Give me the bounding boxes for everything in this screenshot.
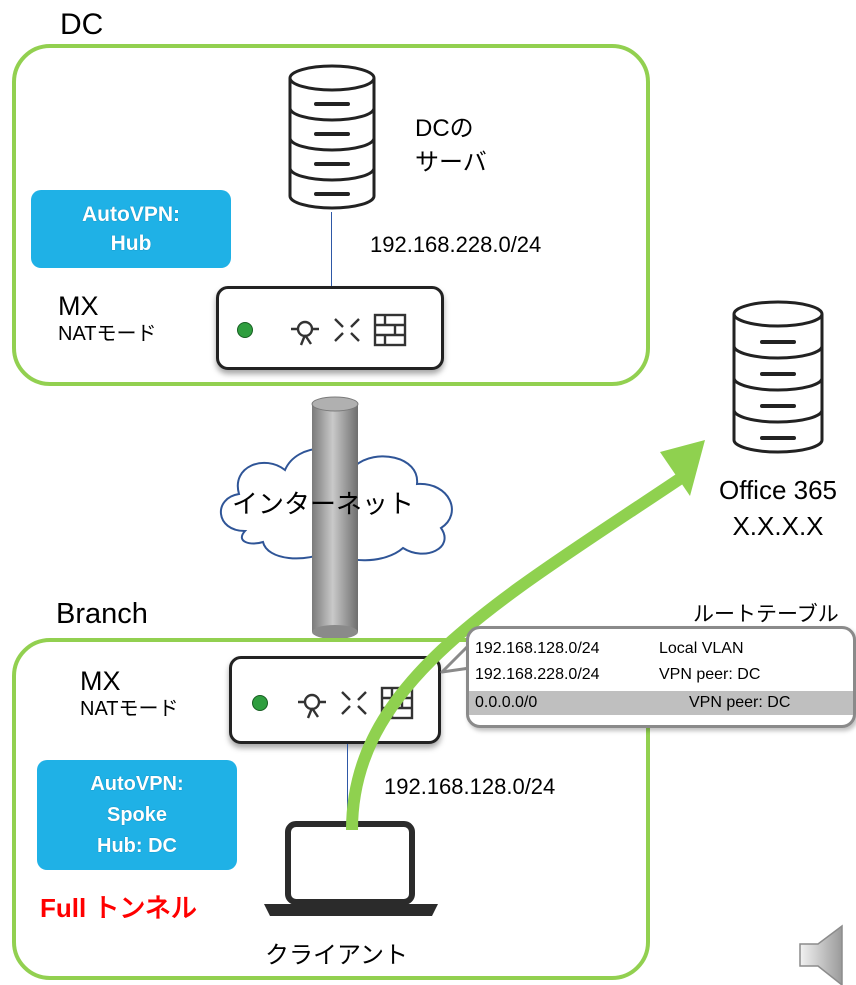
office365-name: Office 365 xyxy=(718,475,838,505)
branch-badge-line3: Hub: DC xyxy=(97,834,177,857)
full-tunnel-label: Full トンネル xyxy=(40,893,197,923)
branch-mx-line1: MX xyxy=(80,666,121,696)
dc-mx-label: MX NATモード xyxy=(58,291,157,347)
route-network: 192.168.128.0/24 xyxy=(475,640,600,657)
internet-label: インターネット xyxy=(232,489,415,519)
dc-database-icon xyxy=(288,64,376,210)
route-row: 192.168.228.0/24 VPN peer: DC xyxy=(475,663,853,687)
branch-badge-line1: AutoVPN: xyxy=(90,772,184,795)
dc-server-label-line1: DCの xyxy=(415,115,474,142)
route-network: 192.168.228.0/24 xyxy=(475,666,600,683)
dc-subnet-label: 192.168.228.0/24 xyxy=(370,232,542,257)
branch-autovpn-badge: AutoVPN: Spoke Hub: DC xyxy=(37,760,237,870)
route-network: 0.0.0.0/0 xyxy=(475,694,538,711)
branch-mx-appliance-icon xyxy=(229,656,441,744)
office365-database-icon xyxy=(732,300,824,454)
vpn-tunnel-pipe xyxy=(311,396,359,639)
branch-mx-label: MX NATモード xyxy=(80,666,179,722)
dc-mx-line1: MX xyxy=(58,291,99,321)
route-destination: VPN peer: DC xyxy=(689,694,791,711)
route-destination: VPN peer: DC xyxy=(659,666,761,683)
branch-badge-line2: Spoke xyxy=(106,803,168,826)
dc-mx-ports-icon xyxy=(291,313,407,347)
speaker-icon[interactable] xyxy=(796,922,856,985)
route-table: 192.168.128.0/24 Local VLAN 192.168.228.… xyxy=(466,626,856,728)
branch-link-line xyxy=(347,744,348,824)
office365-label: Office 365 X.X.X.X xyxy=(708,472,848,544)
branch-title: Branch xyxy=(56,598,148,630)
dc-mx-appliance-icon xyxy=(216,286,444,370)
route-row: 192.168.128.0/24 Local VLAN xyxy=(475,637,853,661)
dc-server-label-line2: サーバ xyxy=(415,149,487,176)
dc-autovpn-badge: AutoVPN: Hub xyxy=(31,190,231,268)
dc-server-label: DCの サーバ xyxy=(415,112,487,180)
branch-mx-line2: NATモード xyxy=(80,698,179,720)
route-row-default: 0.0.0.0/0 VPN peer: DC xyxy=(469,691,853,715)
dc-site-box xyxy=(12,44,650,386)
route-table-title: ルートテーブル xyxy=(693,603,839,626)
branch-mx-status-led xyxy=(252,695,268,711)
dc-badge-line1: AutoVPN: xyxy=(82,203,180,226)
route-destination: Local VLAN xyxy=(659,640,744,657)
branch-subnet-label: 192.168.128.0/24 xyxy=(384,774,556,799)
branch-site-box xyxy=(12,638,650,980)
client-laptop-icon xyxy=(264,821,438,916)
dc-badge-line2: Hub xyxy=(110,232,152,255)
dc-title: DC xyxy=(60,8,104,41)
dc-mx-status-led xyxy=(237,322,253,338)
dc-mx-line2: NATモード xyxy=(58,323,157,345)
dc-link-line xyxy=(331,212,332,286)
office365-address: X.X.X.X xyxy=(732,511,824,541)
client-label: クライアント xyxy=(265,942,409,969)
